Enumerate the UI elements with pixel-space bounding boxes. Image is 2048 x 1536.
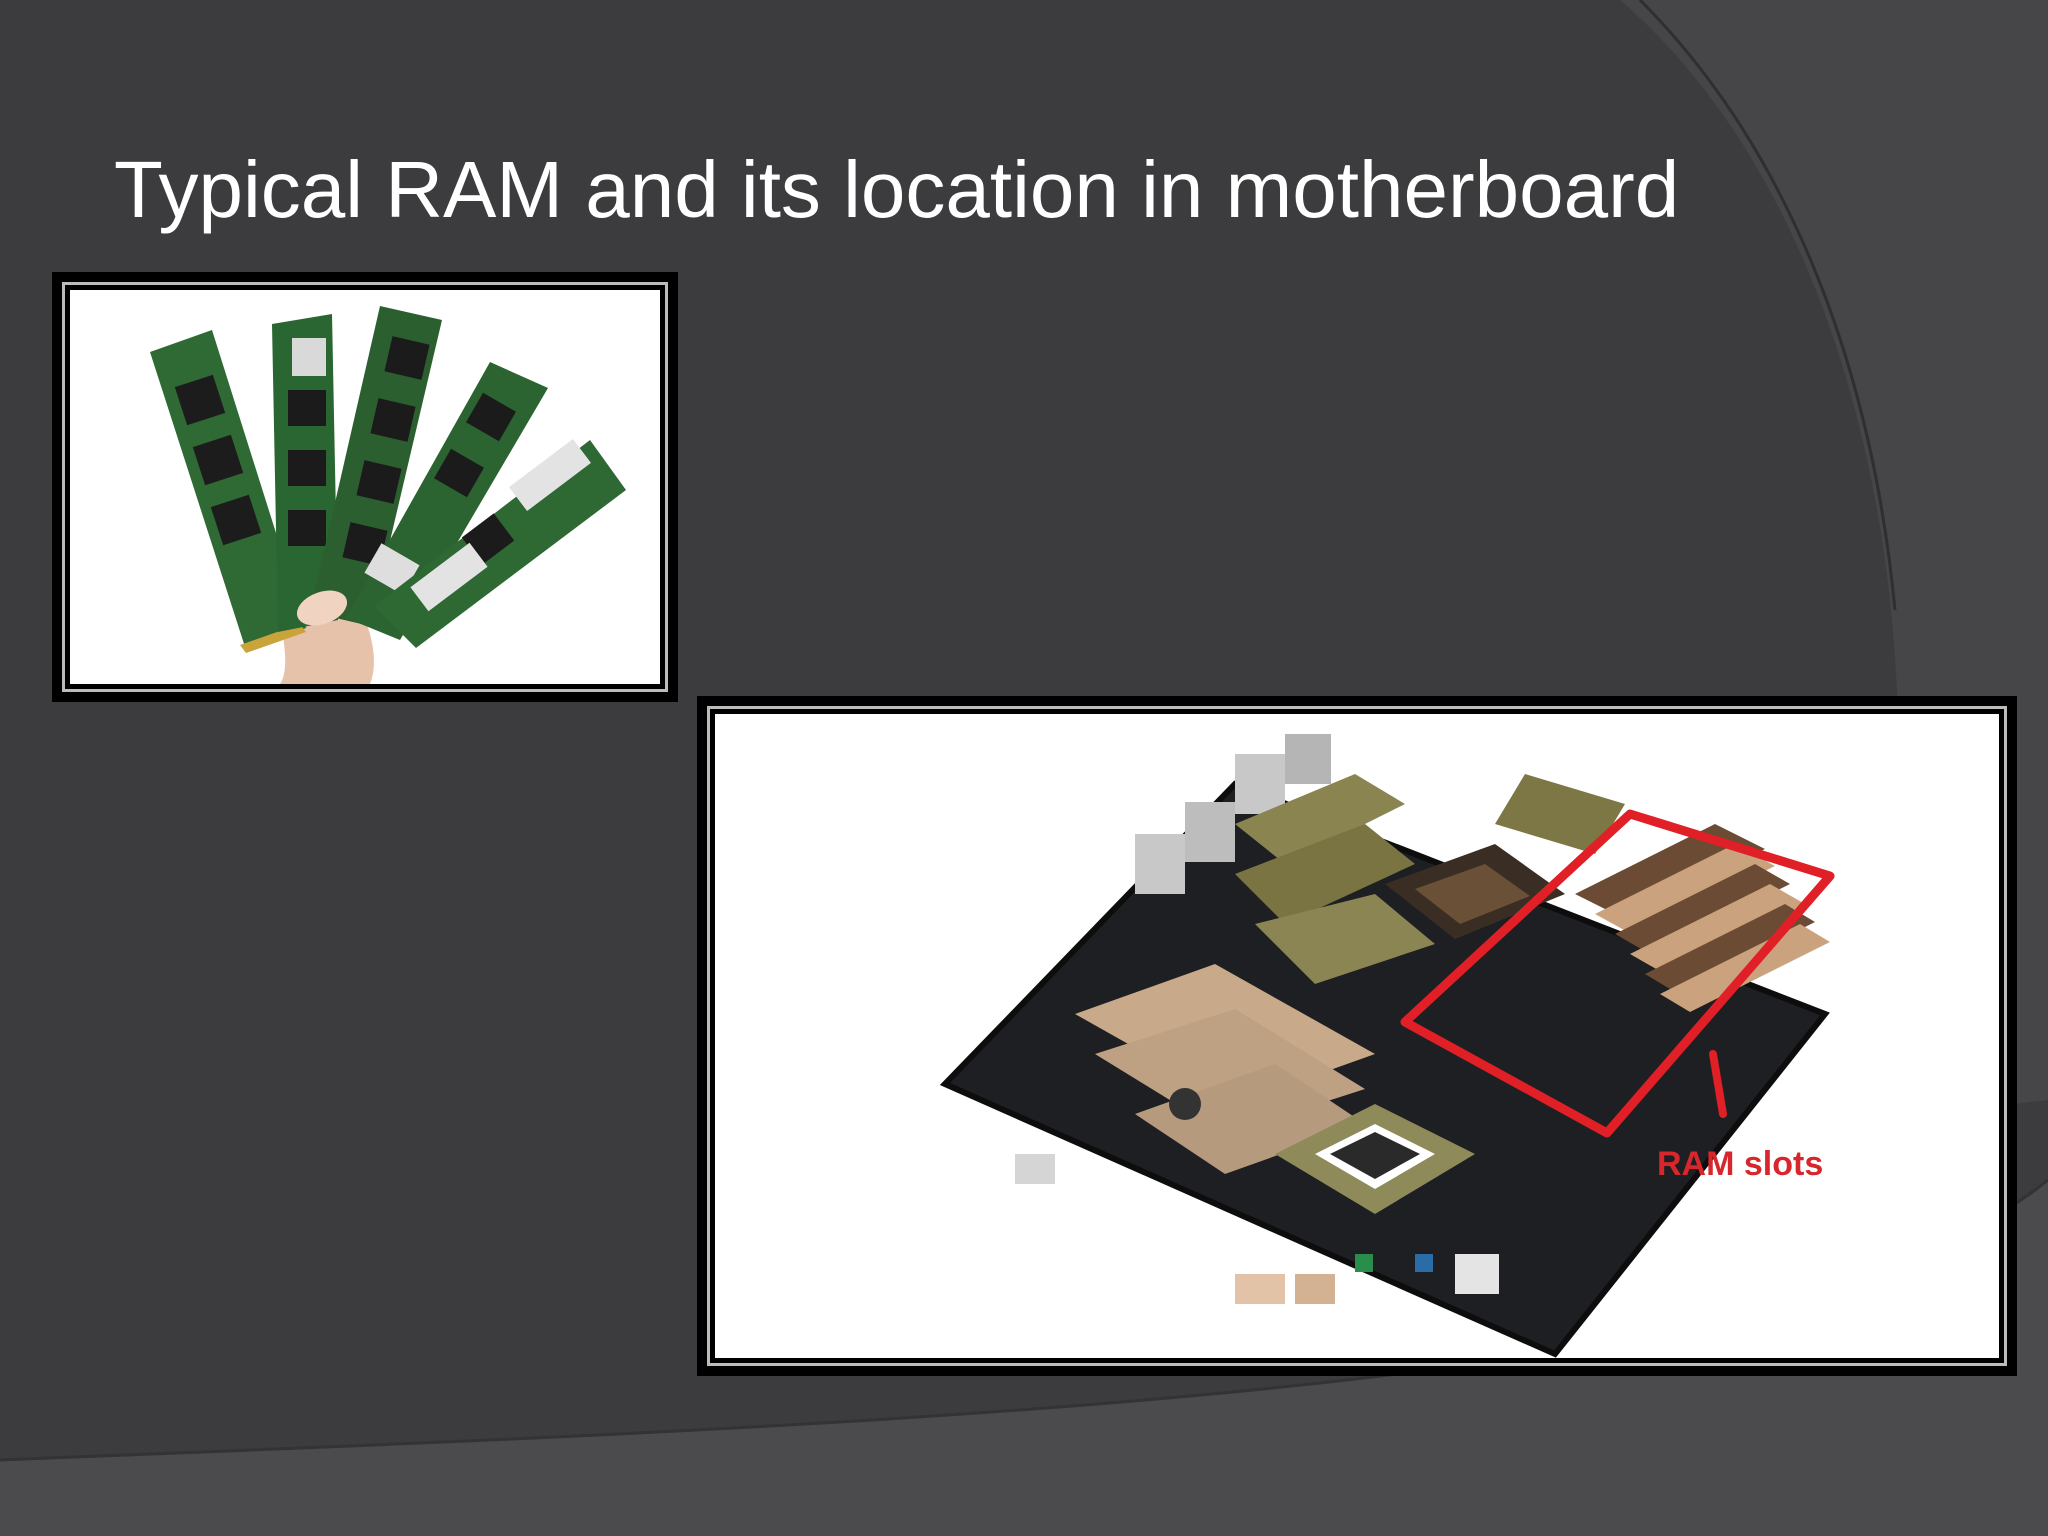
- ram-stick-5: [374, 438, 626, 648]
- ram-slots-label: RAM slots: [1657, 1145, 1824, 1183]
- ram-modules-image: [70, 290, 660, 684]
- motherboard-photo: [715, 714, 1999, 1358]
- ram-photo: [70, 290, 660, 684]
- ram-stick-4: [346, 362, 548, 640]
- ram-stick-1: [150, 330, 306, 653]
- motherboard-photo-frame: [697, 696, 2017, 1376]
- ram-photo-frame: [52, 272, 678, 702]
- ram-slots: [1575, 824, 1830, 1012]
- slide-title: Typical RAM and its location in motherbo…: [114, 145, 1680, 234]
- ram-stick-2: [272, 314, 338, 632]
- callout-pointer: [1709, 1050, 1727, 1118]
- motherboard-image: [715, 714, 1999, 1358]
- ram-slots-highlight: [1400, 809, 1835, 1138]
